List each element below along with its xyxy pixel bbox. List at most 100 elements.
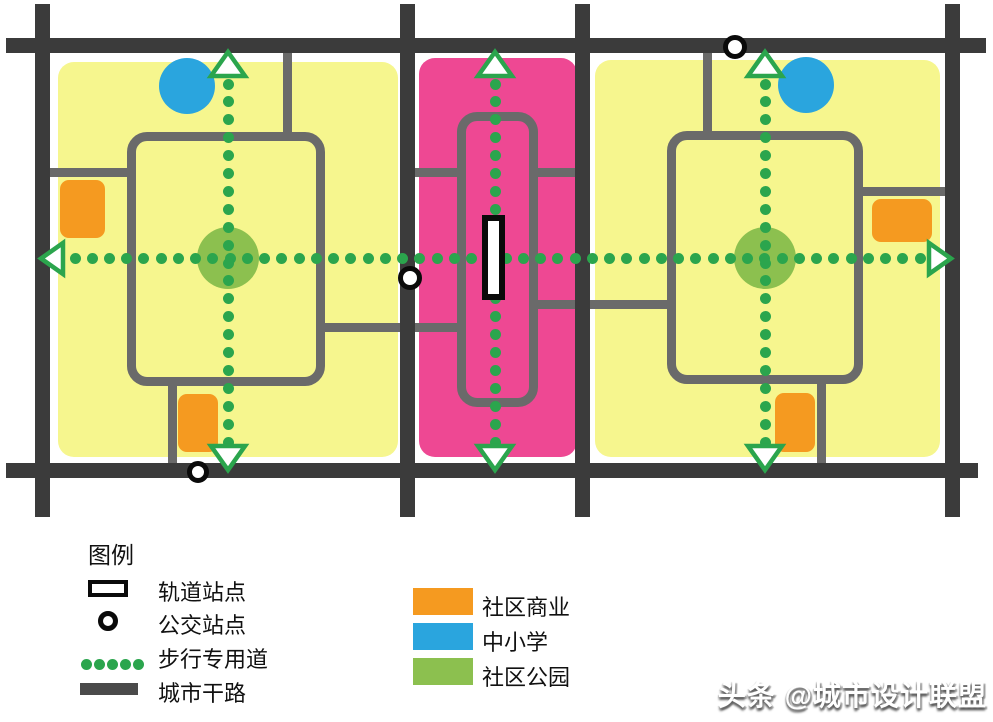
walk-path-dot [707, 252, 719, 264]
connector-street-5 [529, 168, 590, 177]
walk-path-dot [489, 132, 501, 144]
walk-path-dot [222, 96, 234, 108]
walk-path-dot [759, 275, 771, 287]
walk-path-dot [489, 114, 501, 126]
legend-label-walk-path: 步行专用道 [158, 647, 269, 672]
walk-path-dot [759, 132, 771, 144]
community-commercial-2 [872, 199, 932, 242]
arterial-road-5 [6, 463, 978, 478]
walk-path-dot [489, 311, 501, 323]
walk-path-dot [569, 252, 581, 264]
walk-path-dot [222, 436, 234, 448]
arterial-road-2 [575, 4, 590, 517]
walk-path-dot [222, 329, 234, 341]
community-commercial-3 [775, 393, 815, 452]
connector-street-4 [405, 168, 465, 177]
commercial-color-swatch [413, 588, 473, 615]
walk-path-dot [759, 185, 771, 197]
walk-path-dot [793, 252, 805, 264]
walk-path-dot [489, 203, 501, 215]
walk-path-dot [222, 114, 234, 126]
walk-path-dot [862, 252, 874, 264]
walk-path-dot [489, 329, 501, 341]
walk-path-dot [489, 185, 501, 197]
walk-path-dot [222, 78, 234, 90]
legend-label-school: 中小学 [482, 630, 549, 655]
walk-path-dot [759, 382, 771, 394]
walk-path-dot [293, 252, 305, 264]
legend-item-arterial-road: 城市干路 [0, 676, 400, 706]
walk-path-dot [222, 311, 234, 323]
walk-path-dot [638, 252, 650, 264]
walk-path-dot [552, 252, 564, 264]
legend-label-commercial: 社区商业 [482, 595, 571, 620]
connector-street-2 [317, 323, 466, 332]
walk-path-dot [759, 96, 771, 108]
school-1 [778, 57, 834, 113]
community-commercial-0 [60, 180, 105, 238]
legend-label-park: 社区公园 [482, 665, 571, 690]
walk-path-arrow-down [473, 443, 517, 474]
walk-path-dot [489, 150, 501, 162]
rail-station [482, 215, 505, 300]
walk-path-dot [222, 221, 234, 233]
walk-path-dot [222, 203, 234, 215]
bus-stop-1 [187, 461, 209, 483]
connector-street-0 [50, 168, 135, 177]
walk-path-dot [759, 436, 771, 448]
walk-path-arrow-down [743, 443, 787, 474]
walk-path-dot [759, 400, 771, 412]
walk-path-dot [914, 252, 926, 264]
walk-path-dot [222, 185, 234, 197]
walk-path-dot [222, 168, 234, 179]
walk-path-dot [759, 114, 771, 126]
walk-path-dot [759, 168, 771, 179]
walk-path-dot [222, 364, 234, 376]
walk-path-dot [621, 252, 633, 264]
walk-path-dot [222, 275, 234, 287]
walk-path-dot [845, 252, 857, 264]
walk-path-dot [724, 252, 736, 264]
arterial-road-symbol [80, 683, 138, 695]
park-color-swatch [413, 658, 473, 685]
walk-path-dot [222, 150, 234, 162]
walk-path-dot [86, 252, 98, 264]
walk-path-dot [222, 347, 234, 358]
walk-path-dot [379, 252, 391, 264]
walk-path-dot [328, 252, 340, 264]
walk-path-dot [655, 252, 667, 264]
walk-path-dot [103, 252, 115, 264]
legend-label-bus-stop: 公交站点 [158, 613, 247, 638]
walk-path-dot [222, 400, 234, 412]
walk-path-symbol [81, 650, 146, 676]
walk-path-dot [586, 252, 598, 264]
walk-path-dot [397, 252, 409, 264]
legend-item-rail-station: 轨道站点 [0, 575, 400, 605]
walk-path-dot [759, 329, 771, 341]
walk-path-arrow-up [743, 48, 787, 79]
connector-street-9 [817, 376, 826, 470]
walk-path-dot [897, 252, 909, 264]
walk-path-dot [222, 257, 234, 269]
walk-path-dot [759, 150, 771, 162]
walk-path-dot [759, 311, 771, 323]
walk-path-dot [489, 96, 501, 108]
walk-path-dot [500, 252, 512, 264]
walk-path-dot [759, 293, 771, 305]
walk-path-dot [759, 364, 771, 376]
walk-path-dot [776, 252, 788, 264]
walk-path-dot [414, 252, 426, 264]
walk-path-dot [345, 252, 357, 264]
walk-path-dot [489, 168, 501, 179]
walk-path-dot [489, 418, 501, 430]
walk-path-dot [759, 418, 771, 430]
walk-path-dot [259, 252, 271, 264]
walk-path-dot [431, 252, 443, 264]
walk-path-dot [811, 252, 823, 264]
walk-path-dot [759, 257, 771, 269]
walk-path-dot [155, 252, 167, 264]
walk-path-dot [138, 252, 150, 264]
walk-path-dot [759, 221, 771, 233]
connector-street-6 [703, 45, 712, 140]
